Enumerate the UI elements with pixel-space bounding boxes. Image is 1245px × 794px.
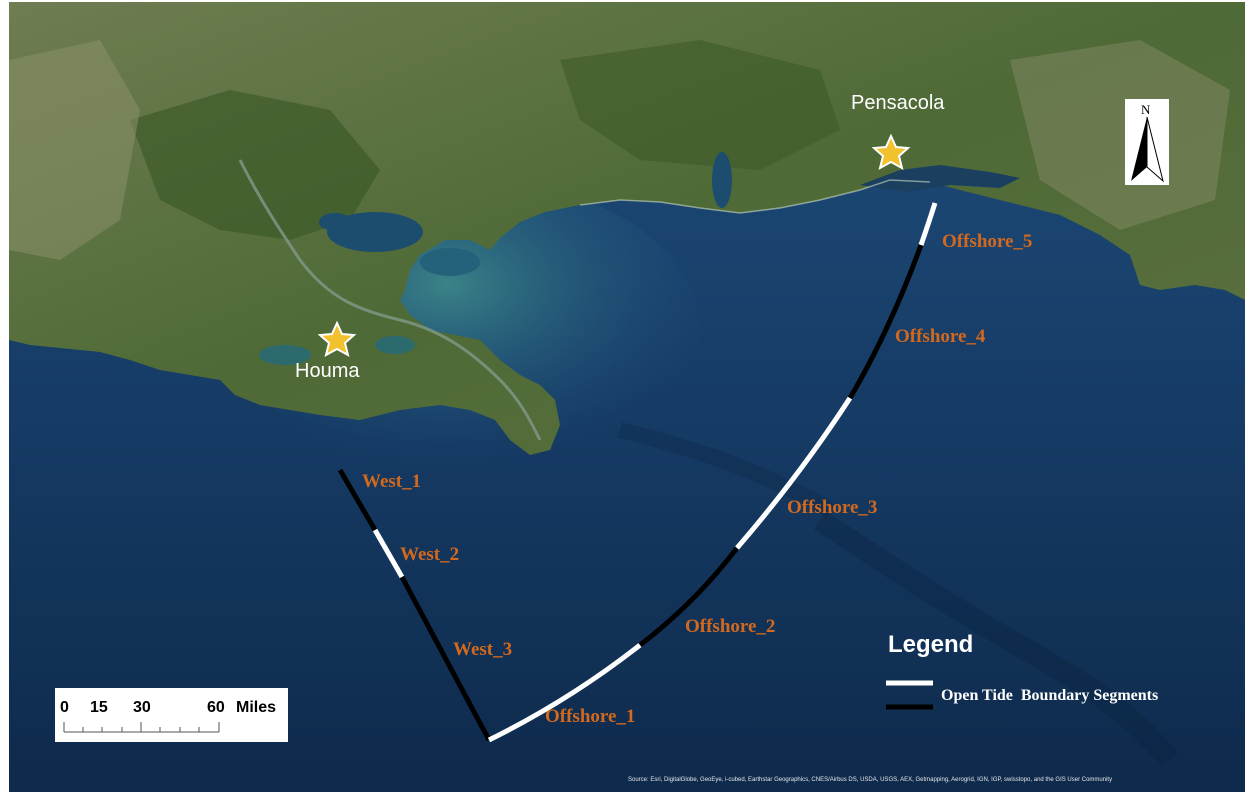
segment-offshore-2	[638, 546, 739, 647]
legend-title: Legend	[888, 631, 973, 658]
segment-label-west-2: West_2	[400, 544, 459, 565]
segment-label-offshore-4: Offshore_4	[895, 326, 986, 347]
map-attribution: Source: Esri, DigitalGlobe, GeoEye, i-cu…	[628, 777, 1112, 783]
city-marker-pensacola[interactable]: Pensacola	[851, 92, 945, 170]
scale-tick-0: 0	[60, 699, 69, 716]
seafloor-shadow	[618, 422, 834, 517]
mobile-bay	[712, 152, 732, 208]
scale-unit: Miles	[236, 699, 276, 716]
scale-bar-ticks	[63, 722, 220, 732]
segment-offshore-4	[847, 244, 924, 400]
farmland-patch	[9, 40, 140, 260]
segment-label-west-3: West_3	[453, 639, 512, 660]
star-icon	[317, 320, 357, 357]
delta-lake	[259, 345, 311, 365]
north-arrow: N	[1125, 99, 1169, 185]
pensacola-bay	[860, 165, 1020, 192]
city-label-houma: Houma	[295, 360, 360, 382]
boundary-segments	[337, 202, 938, 743]
segment-labels: West_1 West_2 West_3 Offshore_1 Offshore…	[362, 231, 1032, 727]
north-arrow-icon-half	[1146, 116, 1164, 183]
scale-tick-30: 30	[133, 699, 151, 716]
legend-entry-label: Open Tide Boundary Segments	[941, 687, 1158, 704]
scale-bar-box	[55, 688, 288, 742]
segment-label-offshore-3: Offshore_3	[787, 497, 877, 518]
segment-offshore-3	[735, 396, 853, 550]
north-arrow-label: N	[1141, 102, 1151, 117]
scale-bar: 0 15 30 60 Miles	[55, 688, 288, 742]
forest-patch	[130, 90, 380, 240]
scale-tick-15: 15	[90, 699, 108, 716]
lake-maurepas	[319, 213, 351, 231]
north-arrow-icon	[1131, 117, 1147, 181]
segment-label-west-1: West_1	[362, 471, 421, 492]
segment-offshore-1	[487, 643, 642, 743]
segment-label-offshore-1: Offshore_1	[545, 706, 635, 727]
legend: Legend Open Tide Boundary Segments	[886, 631, 1158, 710]
segment-west-3	[399, 575, 492, 742]
delta-lake	[375, 336, 415, 354]
farmland-patch	[1010, 40, 1230, 230]
coastline	[579, 179, 931, 214]
mississippi-river	[238, 159, 542, 441]
segment-west-1	[337, 468, 378, 532]
lake-borgne	[420, 248, 480, 276]
city-label-pensacola: Pensacola	[851, 92, 945, 114]
seafloor-shadow	[813, 510, 1179, 768]
forest-patch	[560, 40, 840, 170]
segment-west-2	[372, 528, 405, 579]
scale-tick-60: 60	[207, 699, 225, 716]
segment-label-offshore-5: Offshore_5	[942, 231, 1032, 252]
star-icon	[871, 133, 911, 170]
segment-offshore-5	[918, 202, 938, 246]
segment-label-offshore-2: Offshore_2	[685, 616, 775, 637]
city-marker-houma[interactable]: Houma	[295, 320, 360, 382]
